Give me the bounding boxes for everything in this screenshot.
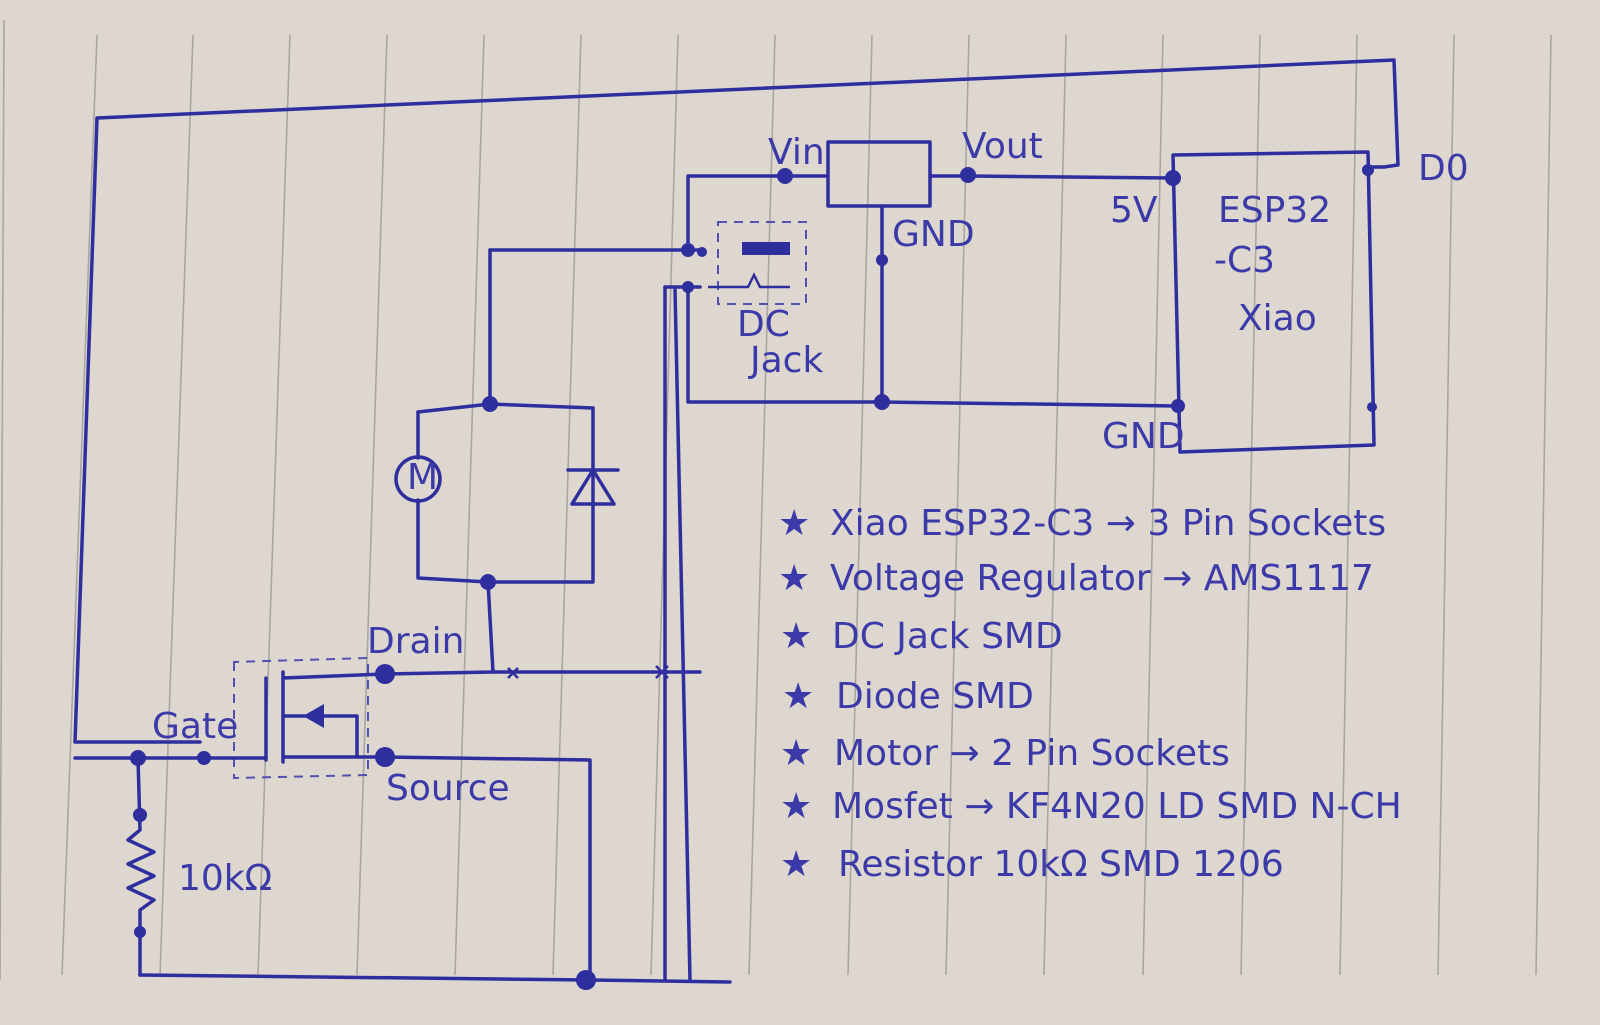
vin-wire	[686, 174, 830, 250]
parts-star: ★	[780, 616, 812, 657]
resistor-wire	[126, 756, 156, 977]
esp-label-line3: Xiao	[1238, 298, 1317, 339]
vout-label: Vout	[962, 126, 1043, 167]
bottom-gnd-rail	[138, 973, 732, 984]
parts-list: ★ Xiao ESP32-C3 → 3 Pin Sockets ★ Voltag…	[778, 503, 1402, 885]
resistor-label: 10kΩ	[178, 858, 272, 899]
parts-list-item: Motor → 2 Pin Sockets	[834, 733, 1230, 774]
esp-label-line1: ESP32	[1218, 190, 1331, 231]
esp-gnd-label: GND	[1102, 416, 1185, 457]
dc-jack-spring	[708, 272, 790, 289]
parts-star: ★	[780, 786, 812, 827]
vin-label: Vin	[768, 132, 825, 173]
motor-label: M	[407, 457, 438, 498]
parts-star: ★	[778, 558, 810, 599]
d0-label: D0	[1418, 148, 1469, 189]
parts-star: ★	[778, 503, 810, 544]
gnd-rail-wire	[686, 288, 1180, 408]
esp-label-line2: -C3	[1214, 240, 1275, 281]
mosfet-symbol	[264, 670, 387, 764]
mosfet-arrow	[303, 704, 324, 728]
motor-circle	[394, 455, 442, 503]
parts-list-item: Diode SMD	[836, 676, 1034, 717]
motor-branch-wire	[416, 410, 490, 584]
paper-ruling	[0, 19, 1552, 981]
parts-list-item: Mosfet → KF4N20 LD SMD N-CH	[832, 786, 1402, 827]
source-label: Source	[386, 768, 510, 809]
parts-list-item: DC Jack SMD	[832, 616, 1063, 657]
diode-branch-wire	[486, 406, 595, 584]
drain-x-marks	[507, 665, 669, 679]
drain-label: Drain	[367, 621, 464, 662]
esp32-xiao-box	[1171, 150, 1376, 454]
parts-star: ★	[780, 733, 812, 774]
dc-jack-label-line2: Jack	[748, 340, 823, 381]
diode-symbol	[566, 468, 620, 506]
dc-jack-pin	[742, 242, 790, 255]
parts-list-item: Xiao ESP32-C3 → 3 Pin Sockets	[830, 503, 1386, 544]
source-wire	[383, 755, 592, 982]
ground-return-wire	[663, 285, 692, 982]
parts-star: ★	[780, 844, 812, 885]
dc-jack-outline	[717, 221, 807, 305]
reg-gnd-label: GND	[892, 214, 975, 255]
dc-jack-label-line1: DC	[737, 304, 790, 345]
gate-label: Gate	[152, 706, 238, 747]
parts-star: ★	[782, 676, 814, 717]
parts-list-item: Voltage Regulator → AMS1117	[830, 558, 1374, 599]
voltage-regulator-box	[826, 140, 932, 208]
motor-diode-top-wire	[416, 402, 595, 414]
five-v-label: 5V	[1110, 190, 1158, 231]
d0-to-gate-wire	[73, 58, 1400, 744]
parts-list-item: Resistor 10kΩ SMD 1206	[838, 844, 1284, 885]
